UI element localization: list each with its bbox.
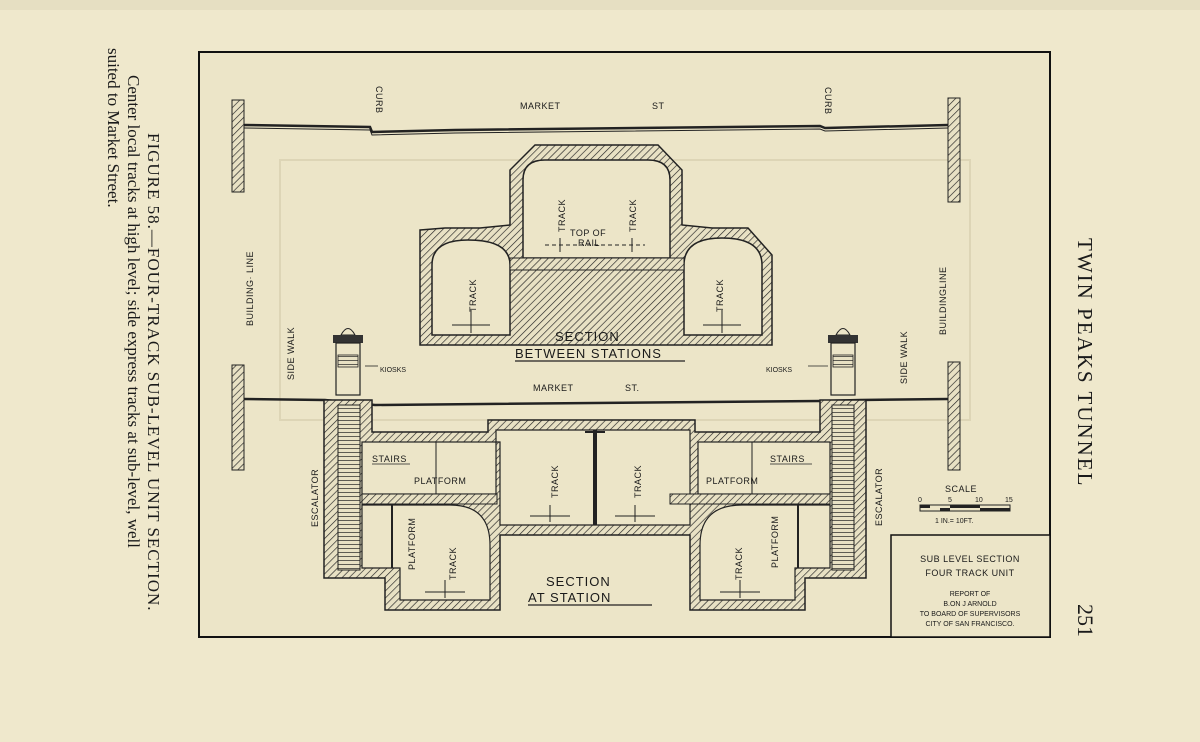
local-track-bore <box>522 159 671 259</box>
street-st-lower: ST. <box>625 383 640 393</box>
street-surface-top <box>243 123 949 134</box>
escalator-right <box>831 404 855 571</box>
title-block <box>890 534 1051 638</box>
sidewalk-label-left: SIDE WALK <box>286 327 296 380</box>
section-station-title: SECTION <box>546 574 611 589</box>
title-block-line: REPORT OF <box>950 591 991 598</box>
stair-hall-right <box>697 441 831 495</box>
scale-title: SCALE <box>945 484 977 494</box>
building-wall-right-lower <box>947 361 961 471</box>
kiosks-label-right: KIOSKS <box>766 367 792 374</box>
title-block-line: CITY OF SAN FRANCISCO. <box>926 621 1015 628</box>
track-label: TRACK <box>550 465 560 498</box>
building-wall-right <box>947 97 961 203</box>
track-label: TRACK <box>628 199 638 232</box>
escalator-label-left: ESCALATOR <box>310 469 320 527</box>
stairs-label-right: STAIRS <box>770 454 805 464</box>
building-line-label-left: BUILDING· LINE <box>245 251 255 326</box>
street-label-top: MARKET <box>520 101 561 111</box>
top-of-rail-label: RAIL <box>578 238 600 248</box>
scale-bar: SCALE 0 5 10 15 1 IN.= 10FT. <box>918 484 1013 525</box>
track-label: TRACK <box>557 199 567 232</box>
track-label: TRACK <box>633 465 643 498</box>
title-block-line: FOUR TRACK UNIT <box>925 568 1014 578</box>
kiosk-right <box>828 328 858 396</box>
building-line-label-right: BUILDINGLINE <box>938 266 948 335</box>
building-wall-left <box>231 99 245 193</box>
platform-label-vertical: PLATFORM <box>770 516 780 568</box>
kiosk-left <box>333 328 363 396</box>
platform-label-vertical: PLATFORM <box>407 518 417 570</box>
scale-tick: 5 <box>948 497 952 504</box>
previous-page-edge <box>0 0 1200 10</box>
scale-tick: 10 <box>975 497 983 504</box>
stairs-label-left: STAIRS <box>372 454 407 464</box>
express-bore-left <box>431 239 511 336</box>
scale-note: 1 IN.= 10FT. <box>935 518 973 525</box>
section-between-title: SECTION <box>555 329 620 344</box>
sidewalk-label-right: SIDE WALK <box>899 331 909 384</box>
track-label: TRACK <box>715 279 725 312</box>
platform-label-left: PLATFORM <box>414 476 466 486</box>
street-surface-lower <box>243 397 949 407</box>
title-block-line: TO BOARD OF SUPERVISORS <box>920 611 1021 618</box>
title-block-line: B.ON J ARNOLD <box>943 601 996 608</box>
escalator-label-right: ESCALATOR <box>874 468 884 526</box>
escalator-left <box>337 404 361 571</box>
street-st-top: ST <box>652 101 665 111</box>
platform-label-right: PLATFORM <box>706 476 758 486</box>
track-label: TRACK <box>448 547 458 580</box>
track-label: TRACK <box>468 279 478 312</box>
title-block-line: SUB LEVEL SECTION <box>920 554 1020 564</box>
street-label-lower: MARKET <box>533 383 574 393</box>
curb-label-right: CURB <box>823 87 833 115</box>
kiosks-label-left: KIOSKS <box>380 367 406 374</box>
scale-tick: 15 <box>1005 497 1013 504</box>
scale-tick: 0 <box>918 497 922 504</box>
section-station-subtitle: AT STATION <box>528 590 611 605</box>
track-label: TRACK <box>734 547 744 580</box>
express-bore-station-left <box>361 504 491 601</box>
building-wall-left-lower <box>231 364 245 471</box>
express-bore-right <box>683 237 763 336</box>
section-between-subtitle: BETWEEN STATIONS <box>515 346 662 361</box>
stair-hall-left <box>361 441 497 495</box>
curb-label-left: CURB <box>374 86 384 114</box>
top-of-rail-label: TOP OF <box>570 228 606 238</box>
